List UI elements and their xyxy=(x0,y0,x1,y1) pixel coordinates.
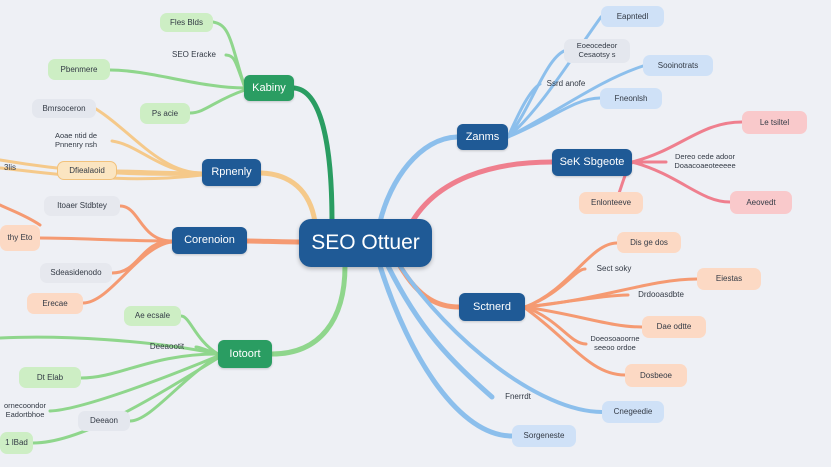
connector-line xyxy=(179,314,220,356)
branch-right-mid[interactable]: SeK Sbgeote xyxy=(552,149,632,176)
connector-line xyxy=(630,120,744,164)
connector-line xyxy=(523,267,587,309)
connector-line xyxy=(630,160,732,204)
leaf-node[interactable]: Eiestas xyxy=(697,268,761,290)
leaf-node[interactable]: Erecae xyxy=(27,293,83,314)
leaf-node[interactable]: 3lis xyxy=(3,163,16,173)
leaf-node[interactable]: Cnegeedie xyxy=(602,401,664,423)
connector-line xyxy=(523,306,627,377)
leaf-node[interactable]: 1 lBad xyxy=(0,432,33,454)
connector-line xyxy=(258,170,318,225)
branch-left-mid[interactable]: Corenoion xyxy=(172,227,247,254)
leaf-node[interactable]: Ssrd anofe xyxy=(546,79,586,89)
leaf-node[interactable]: Le tsiltel xyxy=(742,111,807,134)
branch-left-lower[interactable]: Iotoort xyxy=(218,340,272,368)
connector-line xyxy=(506,82,542,139)
leaf-node[interactable]: Ps acie xyxy=(140,103,190,124)
connector-line xyxy=(244,238,303,245)
connector-line xyxy=(377,134,460,225)
connector-line xyxy=(291,85,335,225)
connector-line xyxy=(523,305,588,346)
leaf-node[interactable]: Eoeocedeor Cesaotsy s xyxy=(564,39,630,63)
leaf-node[interactable]: ornecoondor Eadortbhoe xyxy=(3,401,47,419)
connector-line xyxy=(523,293,630,309)
connector-line xyxy=(108,68,247,90)
leaf-node[interactable]: Dereo cede adoor Doaacoaeoteeeee xyxy=(674,152,736,170)
branch-top-left[interactable]: Kabiny xyxy=(244,75,294,101)
leaf-node[interactable]: Ae ecsale xyxy=(124,306,181,326)
leaf-node[interactable]: SEO Eracke xyxy=(171,50,216,60)
connector-line xyxy=(81,240,174,305)
connector-line xyxy=(224,53,247,90)
leaf-node[interactable]: Aeovedt xyxy=(730,191,792,214)
leaf-node[interactable]: Fnerrdt xyxy=(505,392,531,402)
leaf-node[interactable]: Sooinotrats xyxy=(643,55,713,76)
leaf-node[interactable]: Dosbeoe xyxy=(625,364,687,387)
connector-line xyxy=(506,96,602,139)
leaf-node[interactable]: Deeaon xyxy=(78,411,130,431)
leaf-node[interactable]: Fneonlsh xyxy=(600,88,662,109)
connector-line xyxy=(506,15,603,139)
leaf-node[interactable]: Sdeasidenodo xyxy=(40,263,112,283)
connector-line xyxy=(398,264,604,414)
leaf-node[interactable]: Dfiealaoid xyxy=(57,161,117,180)
branch-left-upper[interactable]: Rpnenly xyxy=(202,159,261,186)
leaf-node[interactable]: Drdooasdbte xyxy=(638,290,684,300)
connector-line xyxy=(79,352,220,380)
leaf-node[interactable]: Itoaer Stdbtey xyxy=(44,196,120,216)
leaf-node[interactable]: Dae odtte xyxy=(642,316,706,338)
leaf-node[interactable]: Doeosoaoorne seeoo ordoe xyxy=(590,334,640,352)
leaf-node[interactable]: thy Eto xyxy=(0,225,40,251)
connector-line xyxy=(385,263,495,400)
connector-line xyxy=(48,354,220,413)
leaf-node[interactable]: Sect soky xyxy=(596,264,632,274)
branch-right-lower[interactable]: Sctnerd xyxy=(459,293,525,321)
leaf-node[interactable]: Deeaootit xyxy=(149,342,185,352)
center-node[interactable]: SEO Ottuer xyxy=(299,219,432,267)
connector-line xyxy=(118,204,174,243)
leaf-node[interactable]: Pbenmere xyxy=(48,59,110,80)
connector-line xyxy=(188,88,247,115)
connector-line xyxy=(0,335,220,356)
leaf-node[interactable]: Bmrsoceron xyxy=(32,99,96,118)
connector-line xyxy=(269,263,348,357)
leaf-node[interactable]: Dt Elab xyxy=(19,367,81,388)
connector-line xyxy=(402,159,555,239)
connector-line xyxy=(38,236,174,243)
leaf-node[interactable]: Dis ge dos xyxy=(617,232,681,253)
connector-line xyxy=(0,203,42,227)
leaf-node[interactable]: Aoae ntid de Pnnenry nsh xyxy=(54,131,98,149)
leaf-node[interactable]: Fles Blds xyxy=(160,13,213,32)
leaf-node[interactable]: Sorgeneste xyxy=(512,425,576,447)
connector-line xyxy=(110,239,174,275)
branch-right-top[interactable]: Zanms xyxy=(457,124,508,150)
connector-line xyxy=(523,305,644,329)
leaf-node[interactable]: Enlonteeve xyxy=(579,192,643,214)
connector-line xyxy=(377,263,515,439)
leaf-node[interactable]: Eapntedl xyxy=(601,6,664,27)
